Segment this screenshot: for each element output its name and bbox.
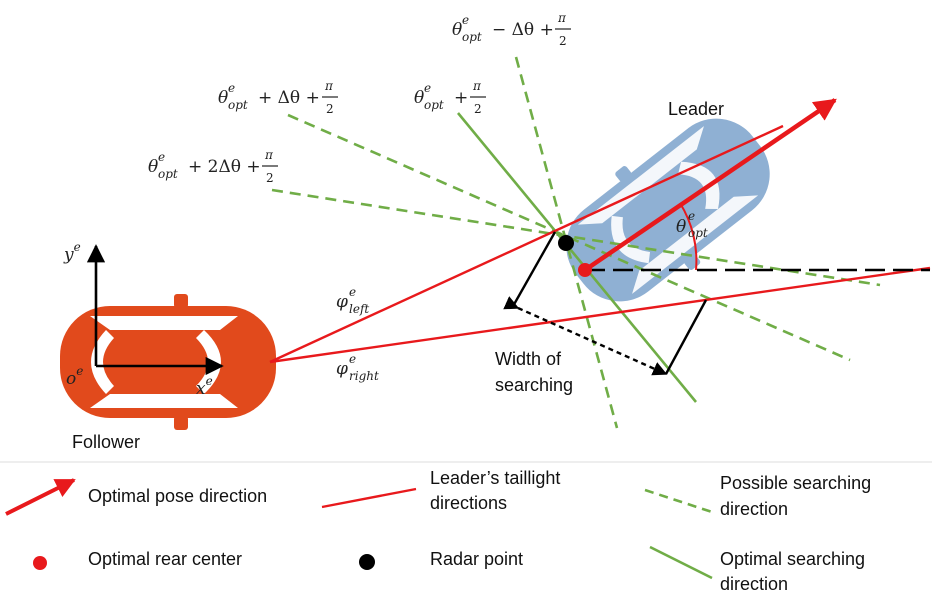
- theta-angle-arc: [679, 202, 698, 271]
- svg-text:e: e: [688, 209, 695, 223]
- follower-car: [60, 294, 276, 430]
- legend: Optimal pose direction Leader’s tailligh…: [5, 468, 871, 594]
- theta-opt-label: θ e opt: [676, 209, 708, 240]
- svg-text:π: π: [557, 11, 567, 25]
- width-label-line1: Width of: [495, 349, 562, 369]
- legend-optimal-search-icon: [649, 545, 713, 580]
- svg-text:2: 2: [326, 102, 334, 116]
- svg-text:− Δθ +: − Δθ +: [492, 20, 554, 40]
- formula-plus-dtheta: θ e opt + Δθ + π 2: [218, 79, 338, 116]
- svg-text:e: e: [349, 285, 356, 299]
- svg-text:e: e: [462, 13, 469, 27]
- radar-point: [558, 235, 574, 251]
- svg-text:2: 2: [266, 171, 274, 185]
- width-label-line2: searching: [495, 375, 573, 395]
- leader-label: Leader: [668, 99, 724, 119]
- legend-radar-point: Radar point: [430, 549, 523, 569]
- svg-text:2: 2: [474, 102, 482, 116]
- phi-left-label: φ e left: [336, 285, 369, 316]
- svg-text:θ: θ: [148, 157, 158, 177]
- svg-text:e: e: [349, 352, 356, 366]
- formula-minus-dtheta: θ e opt − Δθ + π 2: [452, 11, 571, 48]
- legend-rear-center: Optimal rear center: [88, 549, 242, 569]
- svg-text:opt: opt: [424, 98, 444, 112]
- svg-text:opt: opt: [462, 30, 482, 44]
- legend-taillight-line2: directions: [430, 493, 507, 513]
- svg-text:φ: φ: [336, 292, 348, 312]
- follower-axes: [86, 244, 224, 376]
- svg-text:2: 2: [559, 34, 567, 48]
- svg-text:right: right: [349, 369, 379, 383]
- formula-optimal: θ e opt + π 2: [414, 79, 486, 116]
- legend-taillight-line1: Leader’s taillight: [430, 468, 560, 488]
- legend-optimal-pose: Optimal pose direction: [88, 486, 267, 506]
- legend-possible-line1: Possible searching: [720, 473, 871, 493]
- legend-radar-point-icon: [359, 554, 375, 570]
- svg-text:θ: θ: [414, 88, 424, 108]
- legend-pose-arrow-icon: [5, 478, 76, 516]
- follower-label: Follower: [72, 432, 140, 452]
- svg-text:left: left: [349, 302, 369, 316]
- optimal-pose-arrow: [583, 98, 837, 272]
- svg-text:opt: opt: [688, 226, 708, 240]
- legend-taillight-icon: [321, 487, 417, 509]
- optimal-rear-center: [578, 263, 592, 277]
- svg-text:+ 2Δθ +: + 2Δθ +: [188, 157, 261, 177]
- svg-text:π: π: [264, 148, 274, 162]
- svg-text:θ: θ: [452, 20, 462, 40]
- svg-text:π: π: [324, 79, 334, 93]
- legend-rear-center-icon: [33, 556, 47, 570]
- svg-text:θ: θ: [218, 88, 228, 108]
- svg-text:φ: φ: [336, 359, 348, 379]
- svg-text:e: e: [424, 81, 431, 95]
- svg-text:+: +: [454, 88, 468, 108]
- svg-text:opt: opt: [158, 167, 178, 181]
- svg-text:θ: θ: [676, 217, 686, 237]
- phi-right-label: φ e right: [336, 352, 379, 383]
- svg-text:+ Δθ +: + Δθ +: [258, 88, 320, 108]
- svg-text:e: e: [158, 150, 165, 164]
- y-axis-label: ye: [63, 240, 81, 265]
- legend-optimal-search-line2: direction: [720, 574, 788, 594]
- svg-text:opt: opt: [228, 98, 248, 112]
- legend-possible-search-icon: [644, 488, 713, 514]
- x-axis-label: xe: [196, 374, 213, 399]
- width-of-searching: [503, 231, 708, 376]
- formula-plus-2dtheta: θ e opt + 2Δθ + π 2: [148, 148, 278, 185]
- svg-text:π: π: [472, 79, 482, 93]
- svg-text:e: e: [228, 81, 235, 95]
- legend-possible-line2: direction: [720, 499, 788, 519]
- origin-label: oe: [66, 364, 83, 389]
- legend-optimal-search-line1: Optimal searching: [720, 549, 865, 569]
